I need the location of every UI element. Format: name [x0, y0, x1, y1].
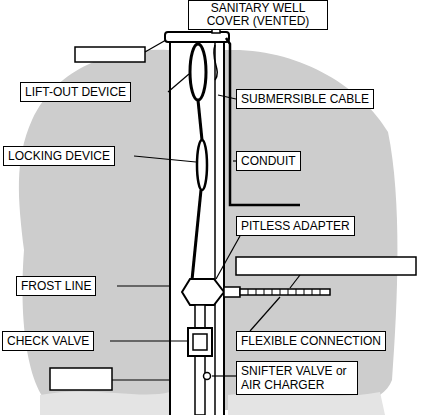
label-box: FROST LINE — [16, 276, 96, 296]
label-text: SUBMERSIBLE CABLE — [241, 92, 369, 106]
label-box: FLEXIBLE CONNECTION — [236, 331, 386, 351]
rock — [40, 391, 170, 415]
label-text: CONDUIT — [241, 154, 296, 168]
blank-label-box — [50, 368, 112, 390]
label-text: LOCKING DEVICE — [8, 149, 110, 163]
rope — [198, 100, 202, 140]
label-text: FROST LINE — [21, 279, 91, 293]
lift-out-loop — [190, 44, 206, 100]
label-box: SNIFTER VALVE or AIR CHARGER — [236, 361, 358, 395]
well-casing — [170, 40, 224, 415]
pipe-hatch — [248, 289, 320, 295]
blank-label-box — [75, 47, 145, 62]
rod — [192, 190, 201, 280]
drop-pipe — [195, 305, 205, 415]
label-box: PITLESS ADAPTER — [236, 216, 355, 236]
check-valve — [188, 328, 212, 356]
label-box: CONDUIT — [236, 151, 301, 171]
label-box: LIFT-OUT DEVICE — [20, 82, 131, 102]
label-text: CHECK VALVE — [7, 334, 89, 348]
label-text: SNIFTER VALVE or AIR CHARGER — [241, 364, 353, 392]
submersible-cable — [214, 42, 216, 415]
cable-loop — [214, 45, 218, 80]
label-box: SANITARY WELL COVER (VENTED) — [188, 0, 328, 30]
rock — [228, 392, 385, 415]
label-box: LOCKING DEVICE — [3, 146, 115, 166]
pitless-adapter — [182, 279, 224, 305]
label-box: SUBMERSIBLE CABLE — [236, 89, 374, 109]
locking-device — [197, 140, 207, 190]
adapter-fitting — [224, 287, 240, 297]
conduit — [226, 38, 300, 205]
label-box: CHECK VALVE — [2, 331, 94, 351]
flexible-pipe — [240, 289, 330, 295]
check-valve-inner — [193, 334, 207, 350]
label-text: SANITARY WELL COVER (VENTED) — [193, 2, 323, 28]
label-text: LIFT-OUT DEVICE — [25, 85, 126, 99]
blank-label-box — [236, 257, 416, 275]
label-text: PITLESS ADAPTER — [241, 219, 350, 233]
label-text: FLEXIBLE CONNECTION — [241, 334, 381, 348]
snifter-valve — [204, 373, 211, 380]
